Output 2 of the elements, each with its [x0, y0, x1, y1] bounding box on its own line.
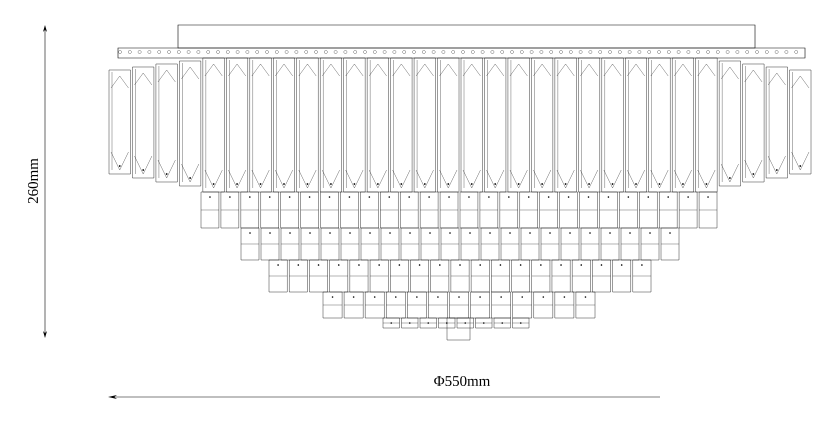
dimension-label: 260mm — [28, 158, 38, 204]
dimension-label: Φ550mm — [434, 376, 490, 386]
